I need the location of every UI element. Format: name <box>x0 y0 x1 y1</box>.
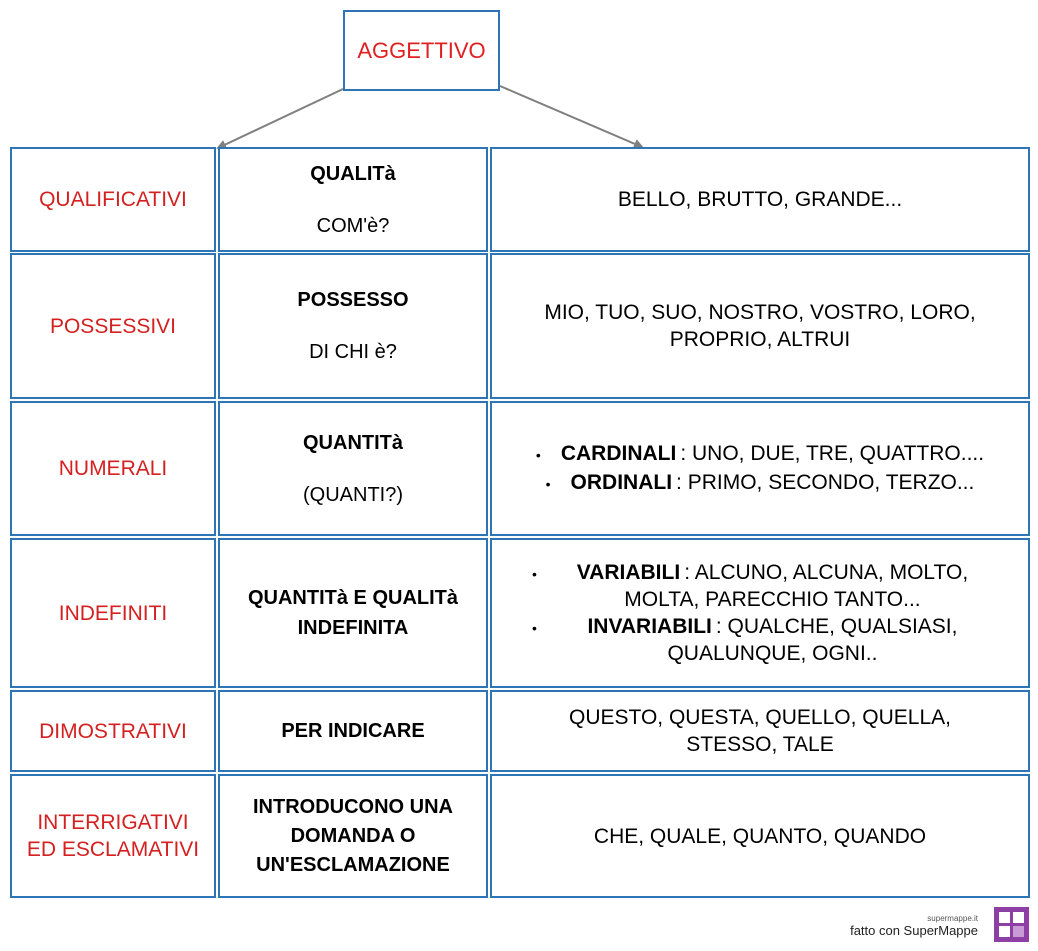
footer-credit: supermappe.it fatto con SuperMappe <box>850 914 978 938</box>
examples-possessivi: MIO, TUO, SUO, NOSTRO, VOSTRO, LORO, PRO… <box>490 253 1030 399</box>
examples-dimostrativi: QUESTO, QUESTA, QUELLO, QUELLA, STESSO, … <box>490 690 1030 772</box>
description-title: QUANTITà E QUALITà INDEFINITA <box>247 587 458 639</box>
footer-text: fatto con SuperMappe <box>850 923 978 938</box>
bullet-term: INVARIABILI <box>587 615 712 638</box>
examples-text: CHE, QUALE, QUANTO, QUANDO <box>593 824 927 848</box>
bullet-term: CARDINALI <box>560 441 677 465</box>
bullet-icon: • <box>545 475 551 492</box>
category-label: DIMOSTRATIVI <box>39 719 187 743</box>
examples-text: MIO, TUO, SUO, NOSTRO, VOSTRO, LORO, PRO… <box>544 301 976 351</box>
bullet-term: ORDINALI <box>570 470 673 494</box>
bullet-icon: • <box>532 566 537 582</box>
bullet-item: • INVARIABILI: QUALCHE, QUALSIASI, QUALUN… <box>532 613 988 667</box>
root-label: AGGETTIVO <box>357 37 486 63</box>
description-interrogativi: INTRODUCONO UNA DOMANDA O UN'ESCLAMAZION… <box>218 774 488 898</box>
bullet-text: : ALCUNO, ALCUNA, MOLTO, MOLTA, PARECCHI… <box>624 561 969 611</box>
category-label: QUALIFICATIVI <box>39 188 187 211</box>
category-possessivi: POSSESSIVI <box>10 253 216 399</box>
description-title: INTRODUCONO UNA DOMANDA O UN'ESCLAMAZION… <box>253 795 453 876</box>
description-dimostrativi: PER INDICARE <box>218 690 488 772</box>
description-numerali: QUANTITà (QUANTI?) <box>218 401 488 536</box>
examples-indefiniti: • VARIABILI: ALCUNO, ALCUNA, MOLTO, MOLTA… <box>490 538 1030 688</box>
bullet-item: • ORDINALI: PRIMO, SECONDO, TERZO... <box>546 469 975 498</box>
bullet-text: : PRIMO, SECONDO, TERZO... <box>676 470 975 494</box>
category-dimostrativi: DIMOSTRATIVI <box>10 690 216 772</box>
footer-site: supermappe.it <box>927 914 978 923</box>
bullet-icon: • <box>532 620 537 636</box>
description-question: DI CHI è? <box>309 341 397 363</box>
examples-text: BELLO, BRUTTO, GRANDE... <box>617 188 903 211</box>
category-label: POSSESSIVI <box>49 314 177 338</box>
examples-text: QUESTO, QUESTA, QUELLO, QUELLA, STESSO, … <box>569 706 951 756</box>
bullet-item: • CARDINALI: UNO, DUE, TRE, QUATTRO.... <box>536 440 984 469</box>
examples-qualificativi: BELLO, BRUTTO, GRANDE... <box>490 147 1030 252</box>
bullet-text: : UNO, DUE, TRE, QUATTRO.... <box>680 441 985 465</box>
examples-numerali: • CARDINALI: UNO, DUE, TRE, QUATTRO.... •… <box>490 401 1030 536</box>
bullet-item: • VARIABILI: ALCUNO, ALCUNA, MOLTO, MOLTA… <box>532 559 988 613</box>
bullet-term: VARIABILI <box>576 561 681 584</box>
description-qualificativi: QUALITà COM'è? <box>218 147 488 252</box>
description-question: COM'è? <box>316 214 390 237</box>
examples-interrogativi: CHE, QUALE, QUANTO, QUANDO <box>490 774 1030 898</box>
description-title: POSSESSO <box>297 289 409 311</box>
category-label: INDEFINITI <box>58 601 168 625</box>
description-title: QUALITà <box>310 162 396 185</box>
description-title: QUANTITà <box>303 431 403 454</box>
description-indefiniti: QUANTITà E QUALITà INDEFINITA <box>218 538 488 688</box>
category-label: INTERRIGATIVI ED ESCLAMATIVI <box>26 811 200 861</box>
category-numerali: NUMERALI <box>10 401 216 536</box>
bullet-text: : QUALCHE, QUALSIASI, QUALUNQUE, OGNI.. <box>667 615 958 665</box>
description-question: (QUANTI?) <box>303 483 403 506</box>
bullet-icon: • <box>535 446 541 463</box>
category-interrogativi: INTERRIGATIVI ED ESCLAMATIVI <box>10 774 216 898</box>
description-possessivi: POSSESSO DI CHI è? <box>218 253 488 399</box>
category-qualificativi: QUALIFICATIVI <box>10 147 216 252</box>
category-indefiniti: INDEFINITI <box>10 538 216 688</box>
arrow-left <box>216 88 344 150</box>
root-node: AGGETTIVO <box>343 10 500 91</box>
description-title: PER INDICARE <box>281 720 425 742</box>
arrow-right <box>499 85 644 149</box>
category-label: NUMERALI <box>58 457 168 480</box>
supermappe-logo-icon <box>994 907 1029 942</box>
